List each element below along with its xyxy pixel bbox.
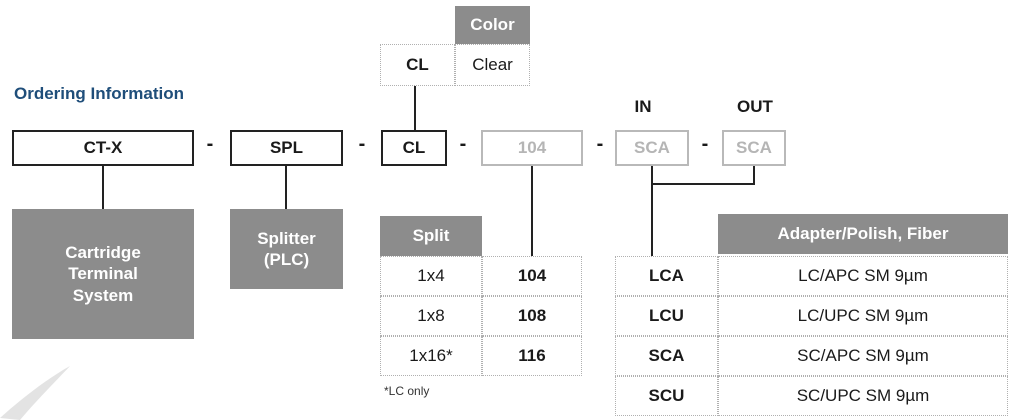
decorative-swoosh (0, 366, 70, 420)
code-box-in: SCA (615, 130, 689, 166)
split-row-2-code: 108 (482, 296, 582, 336)
code-box-ctx: CT-X (12, 130, 194, 166)
split-table-note: *LC only (384, 384, 430, 398)
color-table-value: Clear (455, 44, 530, 86)
adapter-row-1-code: LCA (615, 256, 718, 296)
connector-out (753, 166, 755, 184)
separator-2: - (358, 133, 366, 155)
out-column-header: OUT (737, 97, 773, 116)
adapter-row-1-desc: LC/APC SM 9µm (718, 256, 1008, 296)
ordering-information-title: Ordering Information (14, 84, 184, 103)
adapter-row-3-code: SCA (615, 336, 718, 376)
adapter-row-4-code: SCU (615, 376, 718, 416)
adapter-row-2-desc: LC/UPC SM 9µm (718, 296, 1008, 336)
split-row-1-code: 104 (482, 256, 582, 296)
adapter-table-header: Adapter/Polish, Fiber (718, 214, 1008, 254)
connector-color-to-cl (414, 86, 416, 130)
color-table-header: Color (455, 6, 530, 44)
code-box-spl: SPL (230, 130, 343, 166)
split-row-2-split: 1x8 (380, 296, 482, 336)
connector-spl (285, 166, 287, 210)
split-row-3-code: 116 (482, 336, 582, 376)
connector-in (651, 166, 653, 184)
adapter-row-3-desc: SC/APC SM 9µm (718, 336, 1008, 376)
description-ctx: Cartridge Terminal System (12, 209, 194, 339)
separator-3: - (459, 133, 467, 155)
connector-ctx (102, 166, 104, 210)
adapter-row-4-desc: SC/UPC SM 9µm (718, 376, 1008, 416)
split-table-header: Split (380, 216, 482, 256)
description-spl: Splitter (PLC) (230, 209, 343, 289)
adapter-row-2-code: LCU (615, 296, 718, 336)
color-table-code: CL (380, 44, 455, 86)
connector-split (531, 166, 533, 256)
connector-adapter (651, 184, 653, 256)
separator-4: - (596, 133, 604, 155)
in-column-header: IN (634, 97, 652, 116)
code-box-cl: CL (381, 130, 447, 166)
split-row-1-split: 1x4 (380, 256, 482, 296)
code-box-split: 104 (481, 130, 583, 166)
code-box-out: SCA (722, 130, 786, 166)
separator-1: - (206, 133, 214, 155)
connector-in-out-bracket (651, 183, 755, 185)
separator-5: - (701, 133, 709, 155)
split-row-3-split: 1x16* (380, 336, 482, 376)
